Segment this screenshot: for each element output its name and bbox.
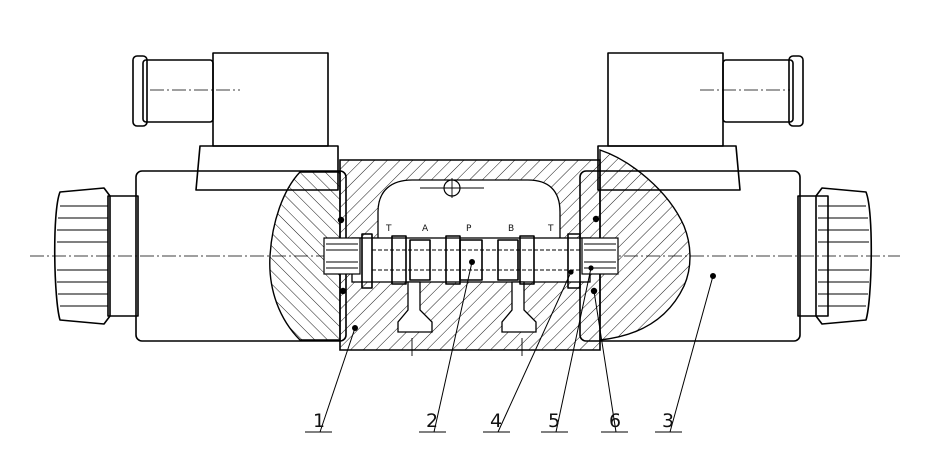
right-manual-override-knob [797,187,873,325]
callout-6: 6 [609,410,621,432]
left-electrical-connector [132,52,339,191]
right-return-spring [567,233,619,289]
port-label-t-right: T [547,224,554,234]
leader-lines [305,261,714,433]
port-label-a: A [422,224,429,234]
left-manual-override-knob [53,187,139,325]
callout-3: 3 [662,410,674,432]
port-label-p: P [466,224,472,234]
port-label-t-left: T [385,224,392,234]
valve-body [323,159,716,356]
left-return-spring [323,233,373,289]
callout-1: 1 [313,410,325,432]
callout-5: 5 [548,410,560,432]
callout-4: 4 [490,410,502,432]
callout-2: 2 [426,410,438,432]
port-label-b: B [508,224,514,234]
